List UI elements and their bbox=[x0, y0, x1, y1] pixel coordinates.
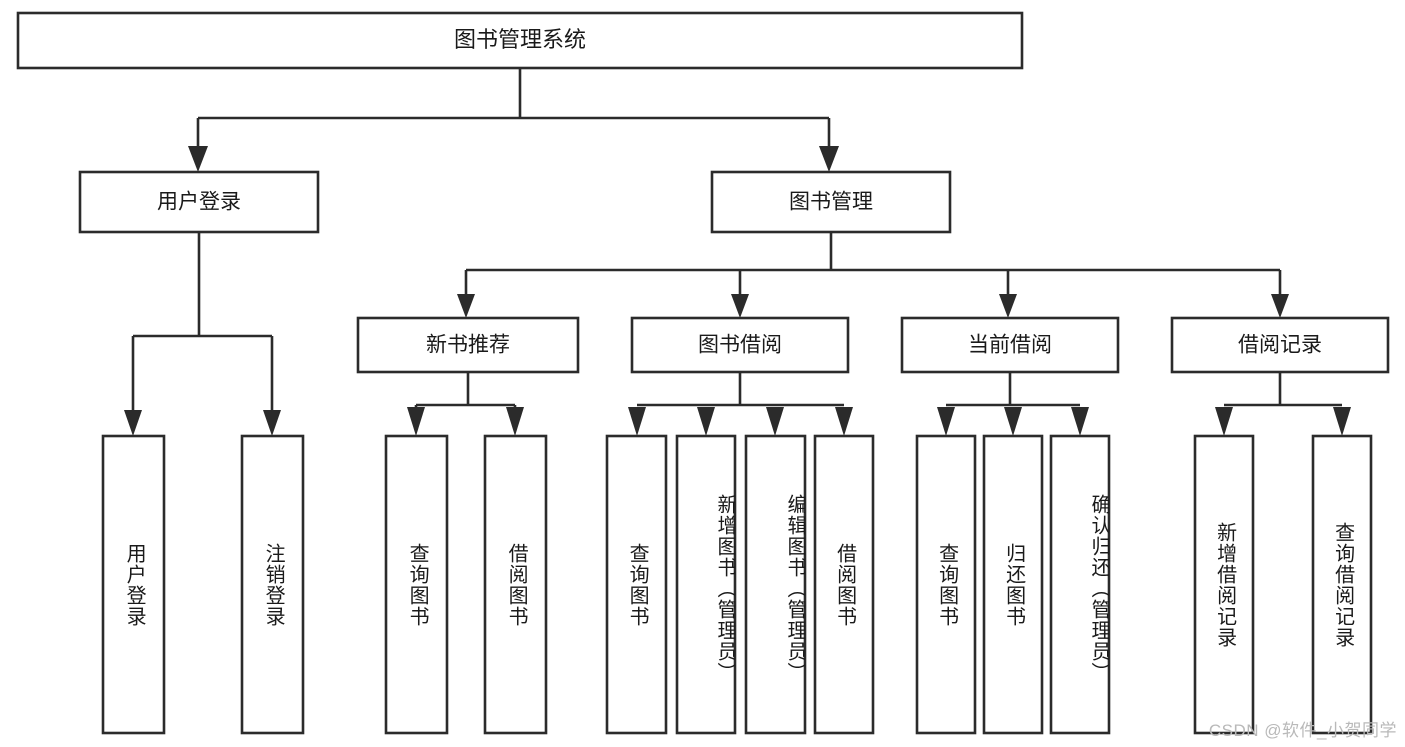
arrow-head-user-login bbox=[188, 146, 208, 172]
arrow-head-new-book-recommend bbox=[457, 294, 475, 318]
book-borrow-label: 图书借阅 bbox=[698, 334, 782, 357]
arrow-head-leaf-edit-book-admin bbox=[766, 407, 784, 436]
node-borrow-records[interactable]: 借阅记录 bbox=[1170, 316, 1390, 374]
arrow-head-book-borrow bbox=[731, 294, 749, 318]
arrow-head-leaf-confirm-return-admin bbox=[1071, 407, 1089, 436]
leaf-query-book-3[interactable] bbox=[915, 434, 977, 735]
node-user-login[interactable]: 用户登录 bbox=[78, 170, 320, 234]
leaf-query-book-1[interactable] bbox=[384, 434, 449, 735]
arrow-head-current-borrow bbox=[999, 294, 1017, 318]
connectors-current-borrow-to-leaves bbox=[937, 372, 1089, 436]
leaf-logout[interactable] bbox=[240, 434, 305, 735]
connectors-user-login-to-leaves bbox=[124, 232, 281, 436]
arrow-head-leaf-query-book-1 bbox=[407, 407, 425, 436]
new-book-recommend-label: 新书推荐 bbox=[426, 334, 510, 357]
root-label: 图书管理系统 bbox=[454, 27, 586, 52]
borrow-records-label: 借阅记录 bbox=[1238, 334, 1322, 357]
leaf-borrow-book-2[interactable] bbox=[813, 434, 875, 735]
watermark-text: CSDN @软件_小贺同学 bbox=[1208, 721, 1397, 740]
arrow-head-leaf-query-book-3 bbox=[937, 407, 955, 436]
leaf-add-borrow-record[interactable] bbox=[1193, 434, 1255, 735]
arrow-head-leaf-add-book-admin bbox=[697, 407, 715, 436]
arrow-head-leaf-borrow-book-1 bbox=[506, 407, 524, 436]
leaf-return-book[interactable] bbox=[982, 434, 1044, 735]
user-login-label: 用户登录 bbox=[157, 191, 241, 214]
node-book-management[interactable]: 图书管理 bbox=[710, 170, 952, 234]
arrow-head-leaf-query-borrow-record bbox=[1333, 407, 1351, 436]
arrow-head-leaf-add-borrow-record bbox=[1215, 407, 1233, 436]
new-book-recommend-box-shape bbox=[356, 316, 580, 374]
arrow-head-book-management bbox=[819, 146, 839, 172]
node-root-library-system[interactable]: 图书管理系统 bbox=[16, 11, 1024, 70]
arrow-head-leaf-query-book-2 bbox=[628, 407, 646, 436]
leaf-query-borrow-record[interactable] bbox=[1311, 434, 1373, 735]
connectors-book-borrow-to-leaves bbox=[628, 372, 853, 436]
node-book-borrow[interactable]: 图书借阅 bbox=[630, 316, 850, 374]
arrow-head-leaf-borrow-book-2 bbox=[835, 407, 853, 436]
borrow-records-box-shape bbox=[1170, 316, 1390, 374]
book-borrow-box-shape bbox=[630, 316, 850, 374]
leaf-add-book-admin[interactable] bbox=[675, 434, 737, 735]
connectors-root-to-level2 bbox=[188, 68, 839, 172]
connectors-new-book-recommend-to-leaves bbox=[407, 372, 524, 436]
node-current-borrow[interactable]: 当前借阅 bbox=[900, 316, 1120, 374]
leaf-edit-book-admin[interactable] bbox=[744, 434, 807, 735]
book-management-label: 图书管理 bbox=[789, 191, 873, 214]
node-new-book-recommend[interactable]: 新书推荐 bbox=[356, 316, 580, 374]
arrow-head-leaf-user-login bbox=[124, 410, 142, 436]
current-borrow-label: 当前借阅 bbox=[968, 334, 1052, 357]
arrow-head-borrow-records bbox=[1271, 294, 1289, 318]
leaf-user-login[interactable] bbox=[101, 434, 166, 735]
connectors-book-management-to-level3 bbox=[457, 232, 1289, 318]
leaf-boxes-group bbox=[101, 434, 1373, 735]
connectors-borrow-records-to-leaves bbox=[1215, 372, 1351, 436]
current-borrow-box-shape bbox=[900, 316, 1120, 374]
leaf-confirm-return-admin[interactable] bbox=[1049, 434, 1111, 735]
arrow-head-leaf-return-book bbox=[1004, 407, 1022, 436]
root-box-shape bbox=[16, 11, 1024, 70]
arrow-head-leaf-logout bbox=[263, 410, 281, 436]
leaf-borrow-book-1[interactable] bbox=[483, 434, 548, 735]
leaf-query-book-2[interactable] bbox=[605, 434, 668, 735]
book-management-box-shape bbox=[710, 170, 952, 234]
